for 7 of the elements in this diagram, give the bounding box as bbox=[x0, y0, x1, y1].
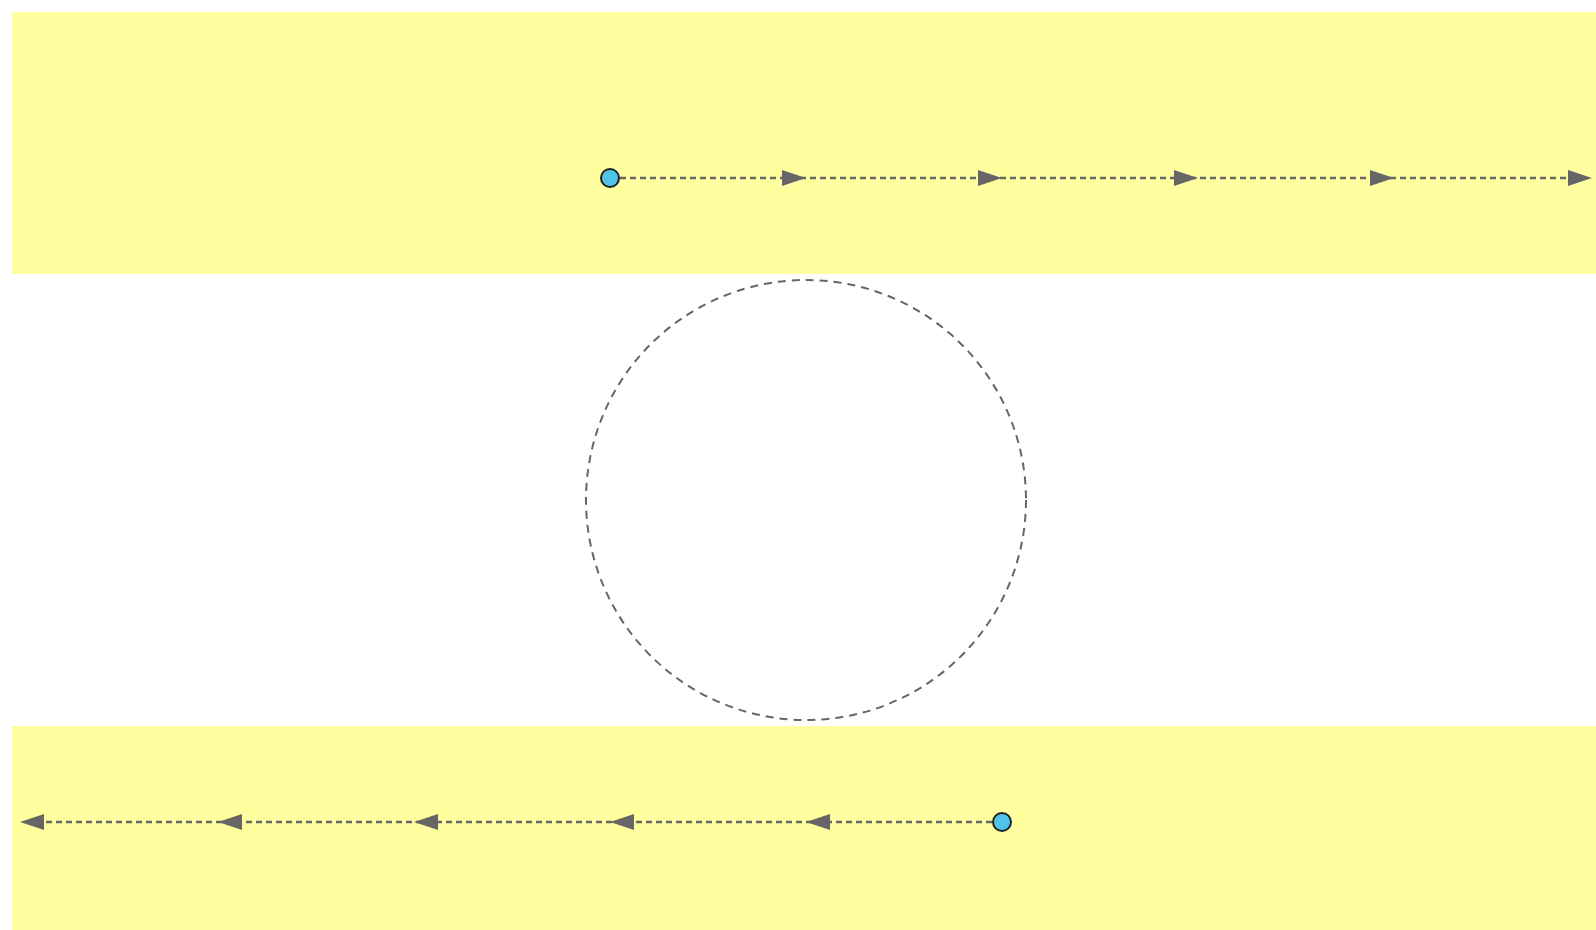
arrow bbox=[20, 814, 992, 830]
dot-marker bbox=[992, 812, 1012, 832]
band bbox=[12, 12, 1596, 274]
band bbox=[12, 726, 1596, 930]
circle-outline bbox=[584, 278, 1028, 722]
dot-marker bbox=[600, 168, 620, 188]
arrow bbox=[620, 170, 1592, 186]
